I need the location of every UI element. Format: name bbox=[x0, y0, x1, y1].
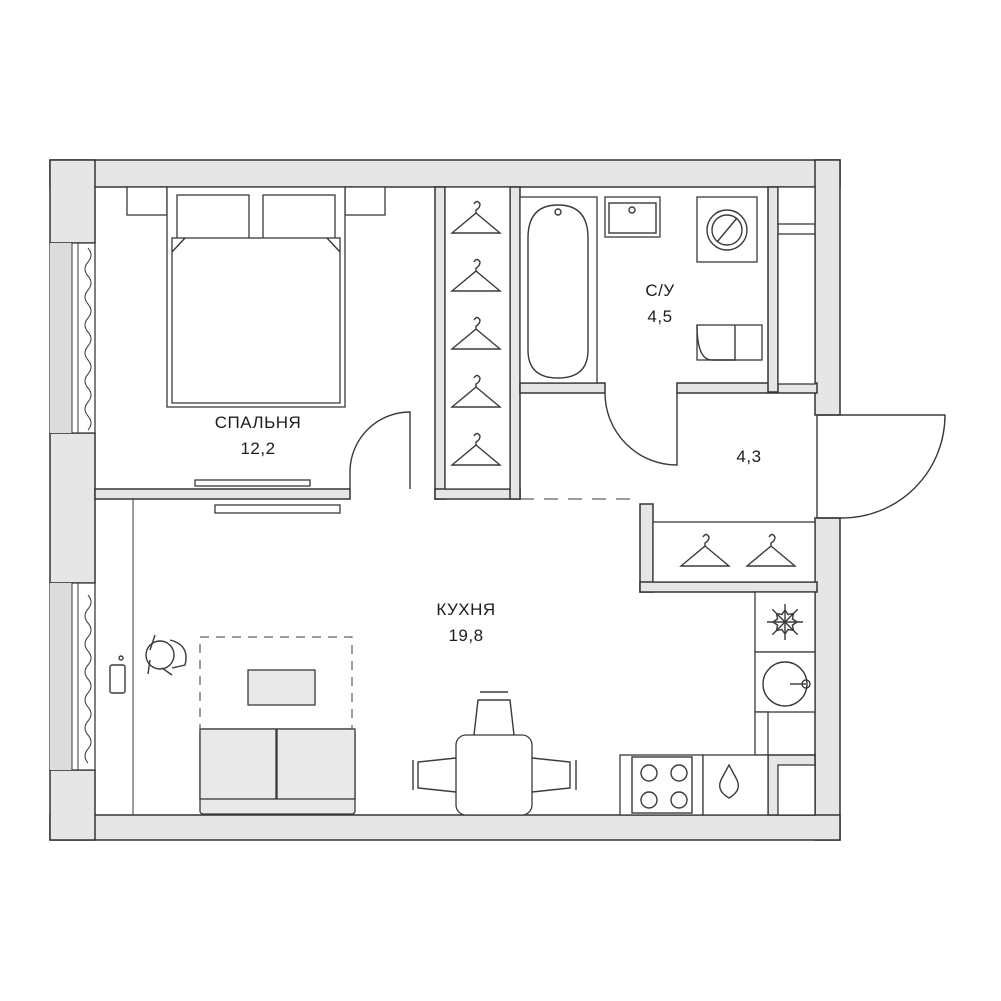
pillow-right bbox=[262, 194, 336, 241]
doors bbox=[349, 392, 946, 519]
hood-icon bbox=[702, 754, 769, 816]
tv-bedroom bbox=[194, 479, 311, 487]
wall-top bbox=[49, 159, 841, 188]
door-bedroom bbox=[349, 411, 411, 489]
hall-hangers bbox=[679, 533, 797, 567]
hall-wardrobe bbox=[652, 521, 816, 583]
room-area-bathroom: 4,5 bbox=[647, 307, 672, 326]
room-area-bedroom: 12,2 bbox=[240, 439, 275, 458]
wall-bedroom-closet bbox=[434, 186, 446, 500]
wall-bedroom-kitchen bbox=[94, 488, 351, 500]
blanket bbox=[171, 237, 341, 404]
room-name-bathroom: С/У bbox=[645, 281, 674, 300]
wall-bath-bottom-left bbox=[519, 382, 606, 394]
hanger-icon bbox=[450, 432, 502, 466]
curtains bbox=[84, 247, 92, 764]
toilet bbox=[696, 324, 763, 361]
hanger-icon bbox=[679, 533, 731, 567]
room-area-hall: 4,3 bbox=[736, 447, 761, 466]
hanger-icon bbox=[745, 533, 797, 567]
coffee-table bbox=[247, 669, 316, 706]
shaft-3 bbox=[777, 764, 816, 816]
kitchen-furniture bbox=[109, 499, 816, 816]
hanger-icon bbox=[450, 200, 502, 234]
window-kitchen-sill bbox=[50, 583, 72, 770]
hanger-icon bbox=[450, 316, 502, 350]
hanger-icon bbox=[450, 374, 502, 408]
bedroom-furniture bbox=[126, 186, 386, 514]
sofa bbox=[199, 728, 356, 815]
wall-hall-closet-bottom bbox=[639, 581, 818, 593]
wall-right-upper bbox=[814, 159, 841, 416]
room-name-kitchen: КУХНЯ bbox=[436, 600, 495, 619]
wall-bath-bottom-right bbox=[676, 382, 818, 394]
snowflake-icon bbox=[767, 604, 803, 640]
wall-hall-closet-left bbox=[639, 503, 654, 593]
wall-left-bottom bbox=[49, 769, 96, 841]
desk-chair bbox=[145, 634, 187, 676]
wall-closet-bath bbox=[509, 186, 521, 500]
bathtub bbox=[519, 196, 598, 384]
door-entrance bbox=[817, 414, 946, 519]
wall-closet-bottom bbox=[434, 488, 521, 500]
wardrobe bbox=[444, 186, 511, 490]
wall-left-middle bbox=[49, 432, 96, 584]
shafts bbox=[777, 186, 816, 816]
curtain-kitchen bbox=[84, 594, 92, 764]
hall-closet bbox=[652, 521, 816, 583]
hangers bbox=[450, 200, 502, 466]
wall-right-lower bbox=[814, 517, 841, 841]
wall-bath-right bbox=[767, 186, 779, 393]
curtain-bedroom bbox=[84, 247, 92, 431]
dining-table bbox=[412, 691, 577, 816]
nightstand-right bbox=[344, 186, 386, 216]
kitchen-counter bbox=[754, 711, 769, 756]
desk-lamp bbox=[109, 664, 126, 694]
hanger-icon bbox=[450, 258, 502, 292]
wall-bottom bbox=[49, 814, 841, 841]
room-labels: СПАЛЬНЯ 12,2 С/У 4,5 4,3 КУХНЯ 19,8 bbox=[215, 281, 761, 645]
nightstand-left bbox=[126, 186, 168, 216]
tv-kitchen bbox=[214, 504, 341, 514]
stove bbox=[619, 754, 704, 816]
fridge bbox=[754, 591, 816, 653]
wall-left-top bbox=[49, 159, 96, 244]
closet bbox=[444, 186, 511, 490]
room-name-bedroom: СПАЛЬНЯ bbox=[215, 413, 302, 432]
kitchen-sink bbox=[754, 651, 816, 713]
windows bbox=[49, 242, 96, 771]
bathroom-fixtures bbox=[519, 196, 763, 384]
shaft-1 bbox=[777, 186, 816, 225]
window-bedroom-sill bbox=[50, 243, 72, 433]
door-bathroom bbox=[604, 392, 678, 466]
pillow-left bbox=[176, 194, 250, 241]
shaft-2 bbox=[777, 233, 816, 385]
room-area-kitchen: 19,8 bbox=[448, 626, 483, 645]
